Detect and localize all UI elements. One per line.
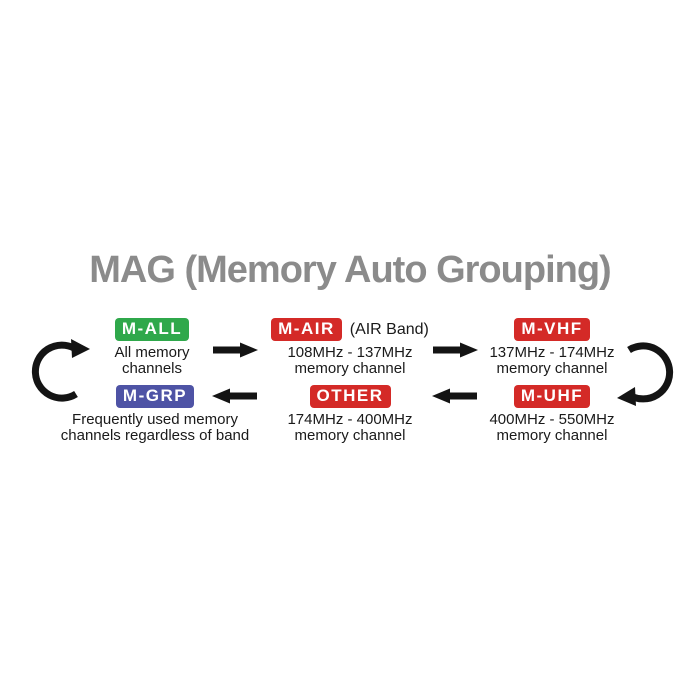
air-band-label: (AIR Band) — [349, 320, 429, 338]
page-title: MAG (Memory Auto Grouping) — [89, 249, 611, 291]
m-all-badge: M-ALL — [114, 318, 190, 341]
badge-row: M-VHF — [452, 318, 652, 341]
node-description-line: memory channel — [294, 360, 406, 377]
node-description-line: 108MHz - 137MHz — [287, 344, 413, 361]
node-description-line: memory channel — [496, 360, 608, 377]
node-m-uhf: M-UHF 400MHz - 550MHz memory channel — [452, 385, 652, 444]
node-description-line: channels — [121, 360, 183, 377]
node-description-line: 174MHz - 400MHz — [287, 411, 413, 428]
node-description-line: channels regardless of band — [60, 427, 250, 444]
badge-row: M-GRP — [40, 385, 270, 408]
node-description-line: All memory — [114, 344, 190, 361]
node-m-air: M-AIR (AIR Band) 108MHz - 137MHz memory … — [250, 318, 450, 377]
node-description-line: 137MHz - 174MHz — [489, 344, 615, 361]
node-m-grp: M-GRP Frequently used memory channels re… — [40, 385, 270, 444]
arrow-right-icon — [213, 342, 258, 358]
arrow-right-icon — [433, 342, 478, 358]
curved-loop-up-arrow-icon — [31, 339, 90, 402]
curved-loop-down-arrow-icon — [617, 342, 674, 406]
arrow-left-icon — [432, 388, 477, 404]
other-badge: OTHER — [309, 385, 391, 408]
m-grp-badge: M-GRP — [115, 385, 195, 408]
m-vhf-badge: M-VHF — [514, 318, 590, 341]
node-description-line: Frequently used memory — [72, 411, 238, 428]
arrow-left-icon — [212, 388, 257, 404]
node-other: OTHER 174MHz - 400MHz memory channel — [250, 385, 450, 444]
m-uhf-badge: M-UHF — [513, 385, 591, 408]
badge-row: M-ALL — [57, 318, 247, 341]
m-air-badge: M-AIR — [271, 318, 342, 341]
badge-row: M-AIR (AIR Band) — [250, 318, 450, 341]
node-m-vhf: M-VHF 137MHz - 174MHz memory channel — [452, 318, 652, 377]
badge-row: M-UHF — [452, 385, 652, 408]
badge-row: OTHER — [250, 385, 450, 408]
node-m-all: M-ALL All memory channels — [57, 318, 247, 377]
node-description-line: memory channel — [294, 427, 406, 444]
node-description-line: memory channel — [496, 427, 608, 444]
node-description-line: 400MHz - 550MHz — [489, 411, 615, 428]
